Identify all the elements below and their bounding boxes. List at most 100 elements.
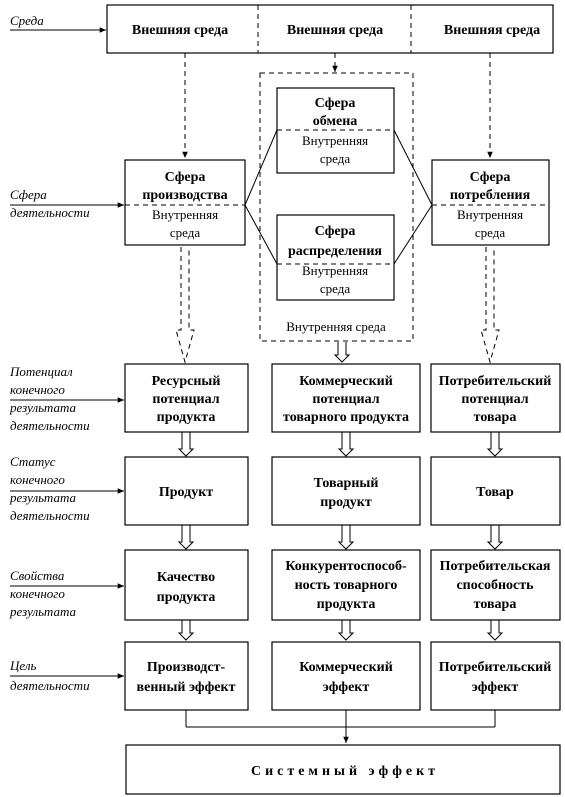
label-env: Среда xyxy=(10,13,106,33)
box-text: Качество xyxy=(157,570,215,585)
double-arrow xyxy=(486,432,504,457)
box-consumer-effect xyxy=(430,641,561,711)
box-production-effect xyxy=(124,641,249,711)
system-effect-label: Системный эффект xyxy=(251,764,439,779)
box-text: венный эффект xyxy=(137,680,236,695)
box-text: способность xyxy=(456,578,534,593)
box-text: потенциал xyxy=(461,392,528,407)
hollow-arrow-consumption xyxy=(480,247,500,364)
row-potential: Ресурсный потенциал продукта Коммерчески… xyxy=(124,363,561,433)
box-text: Товар xyxy=(476,485,514,500)
double-arrow-center xyxy=(333,342,351,363)
connector-line xyxy=(393,204,433,265)
box-commercial-potential xyxy=(271,363,421,433)
label-status-line: деятельности xyxy=(10,508,90,523)
row-properties: Качество продукта Конкурентоспособ- ност… xyxy=(124,549,561,621)
sphere-distribution-inner: Внутренняя xyxy=(302,263,368,278)
sphere-distribution-box xyxy=(276,214,395,301)
label-potential: Потенциал конечного результата деятельно… xyxy=(9,364,124,433)
box-text: Продукт xyxy=(159,485,213,500)
double-arrow xyxy=(486,620,504,641)
label-status-line: конечного xyxy=(10,472,65,487)
box-text: потенциал xyxy=(152,392,219,407)
label-sphere-line: деятельности xyxy=(10,205,90,220)
sphere-production-inner: Внутренняя xyxy=(152,207,218,222)
system-effect: Системный эффект xyxy=(125,744,561,795)
box-text: эффект xyxy=(472,680,519,695)
sphere-production: Сфера производства Внутренняя среда xyxy=(124,159,246,246)
label-goal-line: деятельности xyxy=(10,678,90,693)
box-text: Коммерческий xyxy=(299,374,393,389)
label-sphere-line: Сфера xyxy=(10,187,47,202)
label-properties-line: результата xyxy=(9,604,77,619)
sphere-exchange-inner: Внутренняя xyxy=(302,133,368,148)
sphere-distribution-title: Сфера xyxy=(315,224,356,239)
box-text: продукта xyxy=(317,597,376,612)
external-bar-frame xyxy=(106,4,554,54)
sphere-consumption-inner: среда xyxy=(475,225,505,240)
external-center-label: Внешняя среда xyxy=(287,23,383,38)
sphere-consumption-box xyxy=(431,159,550,246)
double-arrow xyxy=(337,525,355,550)
box-text: продукт xyxy=(320,495,372,510)
box-text: товарного продукта xyxy=(283,410,409,425)
box-resource-potential xyxy=(124,363,249,433)
sphere-consumption-inner: Внутренняя xyxy=(457,207,523,222)
sphere-exchange-title: обмена xyxy=(313,114,358,129)
sphere-exchange-title: Сфера xyxy=(315,96,356,111)
label-goal-line: Цель xyxy=(9,658,37,673)
sphere-production-title: Сфера xyxy=(165,170,206,185)
external-environment-bar: Внешняя среда Внешняя среда Внешняя сред… xyxy=(106,4,554,54)
sphere-distribution-inner: среда xyxy=(320,281,350,296)
label-potential-line: результата xyxy=(9,400,77,415)
center-inner-label: Внутренняя среда xyxy=(286,319,386,334)
label-potential-line: конечного xyxy=(10,382,65,397)
label-status: Статус конечного результата деятельности xyxy=(9,454,124,523)
double-arrow xyxy=(177,525,195,550)
label-sphere: Сфера деятельности xyxy=(10,187,124,220)
box-text: Потребительский xyxy=(439,374,552,389)
box-consumer-ability xyxy=(430,549,561,621)
sphere-distribution-title: распределения xyxy=(288,244,382,259)
sphere-distribution: Сфера распределения Внутренняя среда xyxy=(276,214,395,301)
double-arrow xyxy=(177,432,195,457)
label-properties-line: Свойства xyxy=(10,568,65,583)
label-status-line: Статус xyxy=(10,454,56,469)
label-properties-line: конечного xyxy=(10,586,65,601)
row-status: Продукт Товарный продукт Товар xyxy=(124,456,561,526)
box-text: ность товарного xyxy=(295,578,398,593)
sphere-consumption-title: потребления xyxy=(450,188,531,203)
external-right-label: Внешняя среда xyxy=(444,23,540,38)
box-text: эффект xyxy=(323,680,370,695)
box-text: Потребительский xyxy=(439,660,552,675)
double-arrow xyxy=(177,620,195,641)
label-potential-line: деятельности xyxy=(10,418,90,433)
box-goods xyxy=(430,456,561,526)
connector-line xyxy=(393,129,433,206)
sphere-exchange: Сфера обмена Внутренняя среда xyxy=(276,87,395,174)
sphere-consumption: Сфера потребления Внутренняя среда xyxy=(431,159,550,246)
label-goal: Цель деятельности xyxy=(9,658,124,693)
box-text: Товарный xyxy=(314,476,379,491)
sphere-production-inner: среда xyxy=(170,225,200,240)
label-properties: Свойства конечного результата xyxy=(9,568,124,619)
center-dashed-region xyxy=(259,72,414,342)
connector-line xyxy=(244,129,278,206)
box-commercial-effect xyxy=(271,641,421,711)
system-effect-box xyxy=(125,744,561,795)
sphere-exchange-inner: среда xyxy=(320,151,350,166)
box-text: товара xyxy=(474,410,517,425)
box-text: Производст- xyxy=(147,660,226,675)
label-env-text: Среда xyxy=(10,13,44,28)
box-text: товара xyxy=(474,597,517,612)
box-product xyxy=(124,456,249,526)
external-left-label: Внешняя среда xyxy=(132,23,228,38)
label-status-line: результата xyxy=(9,490,77,505)
box-text: Потребительская xyxy=(440,559,551,574)
box-text: Ресурсный xyxy=(152,374,221,389)
box-consumer-potential xyxy=(430,363,561,433)
box-text: Коммерческий xyxy=(299,660,393,675)
sphere-production-box xyxy=(124,159,246,246)
box-competitiveness xyxy=(271,549,421,621)
